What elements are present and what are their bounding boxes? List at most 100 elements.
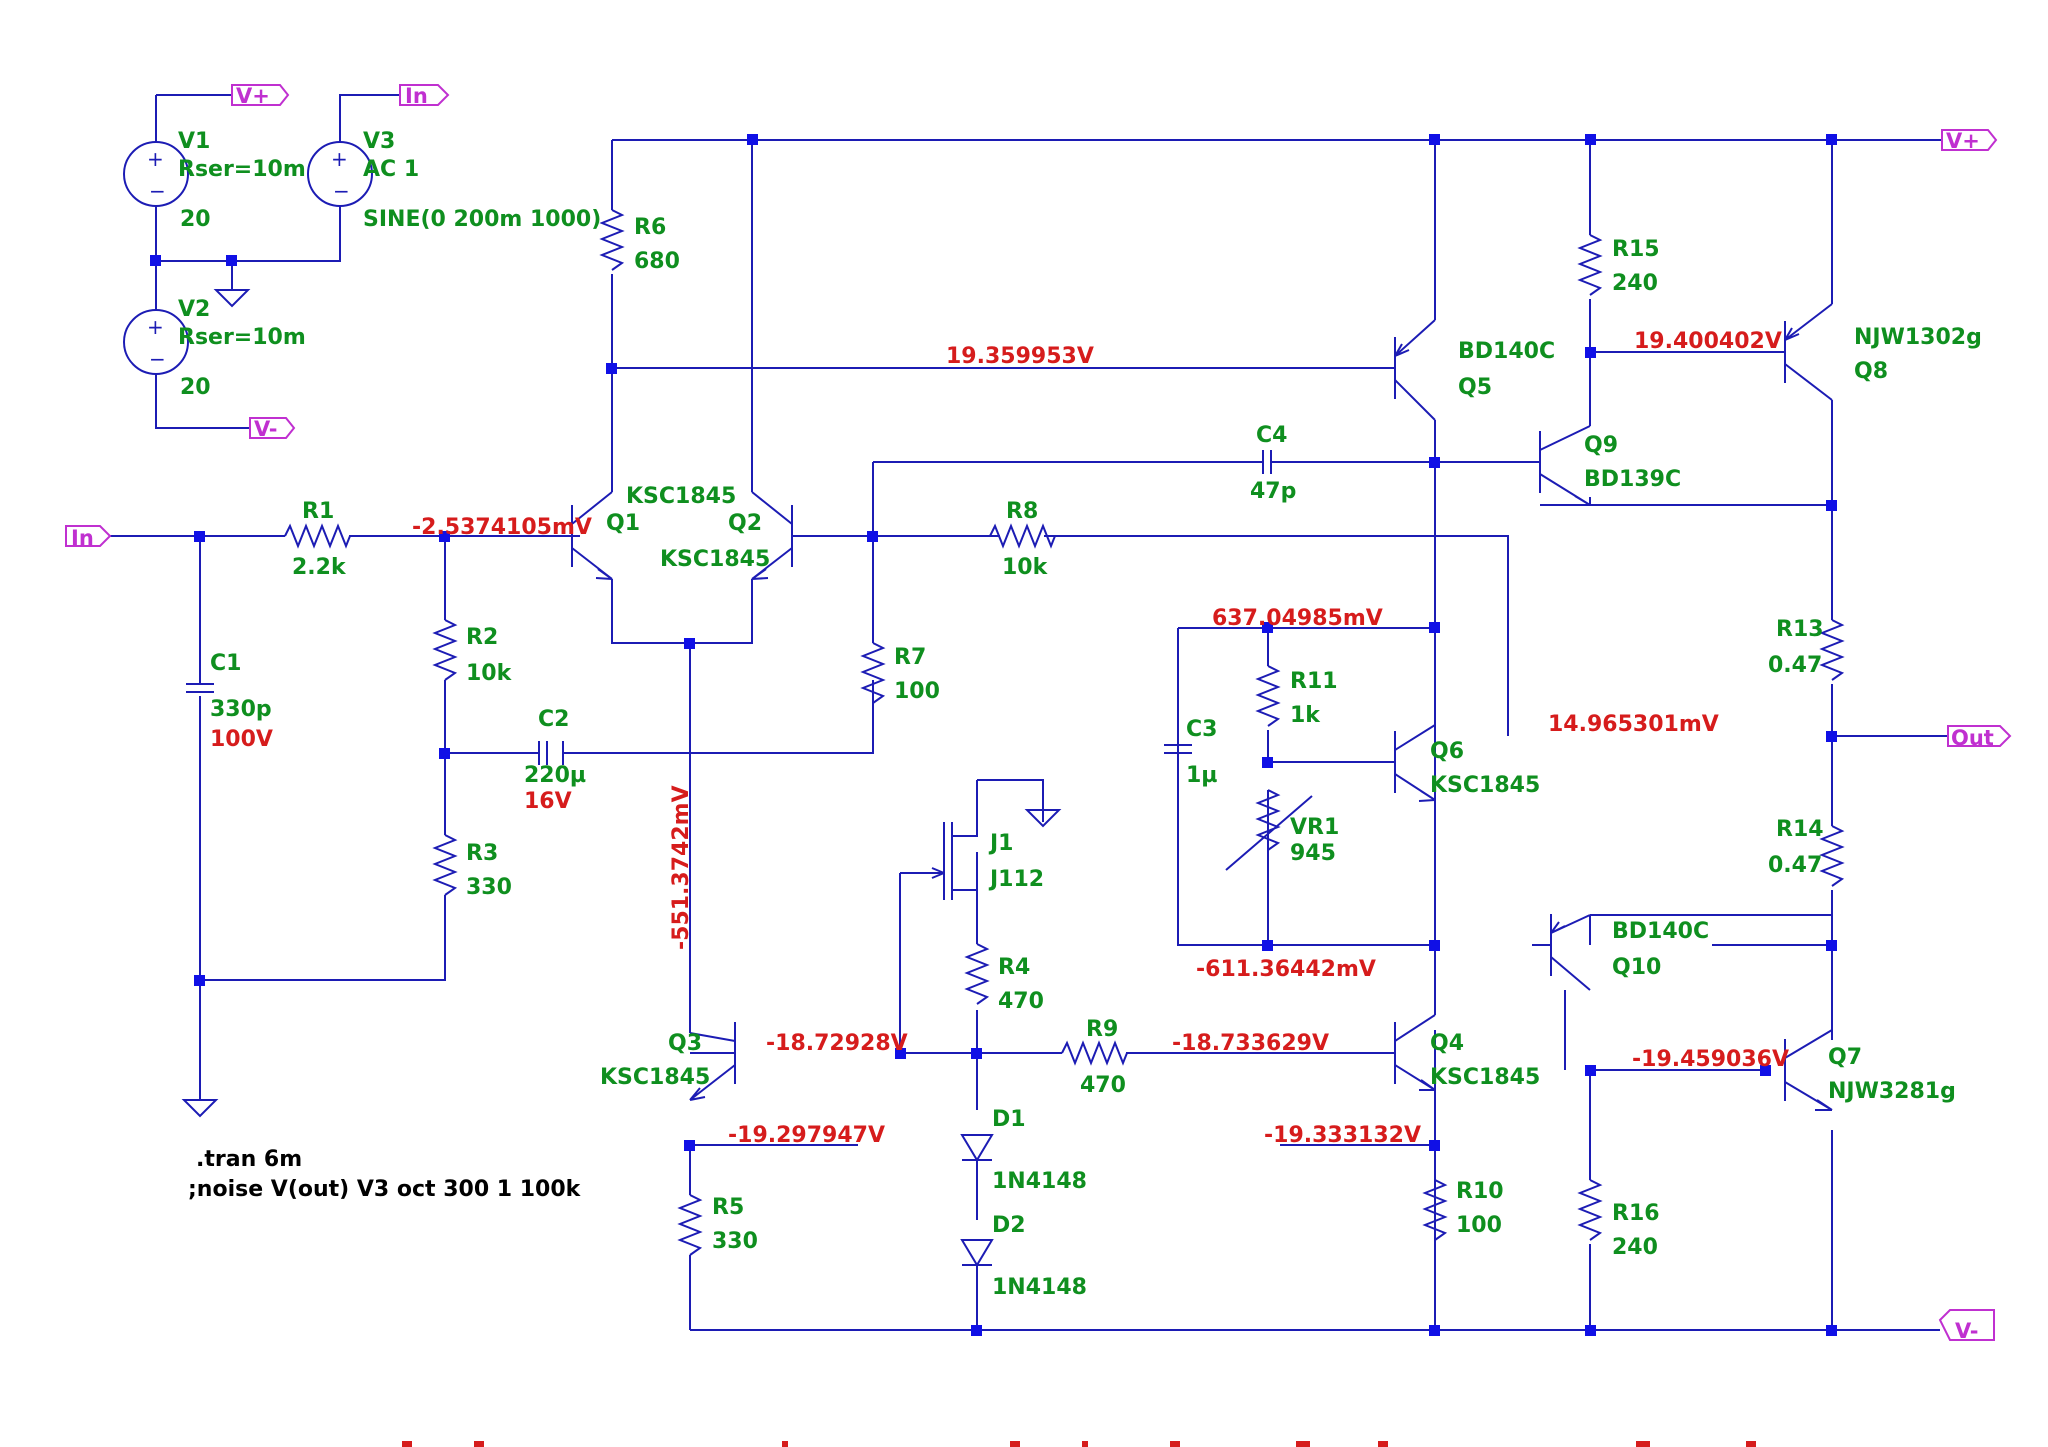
svg-text:−: − [333, 179, 350, 203]
capacitor-c3[interactable] [1164, 628, 1192, 945]
r4-name: R4 [998, 955, 1030, 980]
r4-value: 470 [998, 989, 1044, 1014]
resistor-r2[interactable] [432, 619, 458, 681]
transistor-q9[interactable] [1539, 425, 1591, 506]
v2-param: Rser=10m [178, 325, 306, 350]
q9-name: Q9 [1584, 433, 1618, 458]
diode-d1[interactable] [960, 1134, 994, 1162]
diode-d2[interactable] [960, 1239, 994, 1267]
voltage-source-v3[interactable]: + − [307, 141, 373, 207]
net-flag-in-source[interactable]: In [399, 84, 450, 108]
r6-name: R6 [634, 215, 666, 240]
r15-value: 240 [1612, 271, 1658, 296]
capacitor-c1[interactable] [186, 683, 214, 693]
r8-value: 10k [1002, 555, 1049, 580]
voltage-vbe-bottom: -611.36442mV [1196, 957, 1376, 982]
q9-model: BD139C [1584, 467, 1681, 492]
c2-name: C2 [538, 707, 569, 732]
junctions [150, 134, 1837, 1336]
svg-text:−: − [149, 179, 166, 203]
r1-name: R1 [302, 499, 334, 524]
voltage-q4-emitter: -19.333132V [1264, 1123, 1421, 1148]
transistor-q8[interactable] [1784, 303, 1833, 401]
c4-value: 47p [1250, 479, 1296, 504]
resistor-r11[interactable] [1255, 665, 1281, 727]
resistor-r3[interactable] [432, 834, 458, 896]
component-labels: V1 Rser=10m 20 V2 Rser=10m 20 V3 AC 1 SI… [178, 129, 1982, 1300]
voltage-q1-base: -2.5374105mV [412, 515, 592, 540]
resistor-r1[interactable] [284, 523, 351, 549]
voltage-source-v1[interactable]: + − [123, 141, 189, 207]
q1-model: KSC1845 [626, 484, 736, 509]
q8-name: Q8 [1854, 359, 1888, 384]
net-flag-in[interactable]: In [65, 525, 112, 550]
net-flag-out[interactable]: Out [1947, 725, 2012, 750]
r5-value: 330 [712, 1229, 758, 1254]
transistor-q2[interactable] [751, 491, 800, 580]
resistor-r9[interactable] [1061, 1040, 1128, 1066]
v3-name: V3 [363, 129, 395, 154]
resistor-r8[interactable] [989, 523, 1056, 549]
c4-name: C4 [1256, 423, 1287, 448]
q6-model: KSC1845 [1430, 773, 1540, 798]
net-flag-vplus-right[interactable]: V+ [1941, 129, 1998, 153]
spice-directives[interactable]: .tran 6m ;noise V(out) V3 oct 300 1 100k [188, 1147, 582, 1202]
c2-rating: 16V [524, 789, 572, 814]
potentiometer-vr1[interactable] [1225, 789, 1313, 871]
capacitor-c4[interactable] [1255, 450, 1279, 474]
clipped-bottom-marks [402, 1441, 1756, 1447]
r11-value: 1k [1290, 703, 1321, 728]
ground-symbol-j1 [1024, 780, 1062, 828]
j1-name: J1 [988, 831, 1014, 856]
resistor-r7[interactable] [860, 642, 886, 704]
q4-name: Q4 [1430, 1031, 1464, 1056]
resistor-r4[interactable] [964, 943, 990, 1005]
transistor-q4[interactable] [1394, 1014, 1436, 1091]
r16-name: R16 [1612, 1201, 1660, 1226]
r14-name: R14 [1776, 817, 1824, 842]
resistor-r16[interactable] [1577, 1179, 1603, 1241]
capacitor-c2[interactable] [538, 741, 564, 765]
resistor-r5[interactable] [677, 1194, 703, 1256]
voltage-out: 14.965301mV [1548, 712, 1719, 737]
q7-model: NJW3281g [1828, 1079, 1956, 1104]
q2-model: KSC1845 [660, 547, 770, 572]
net-flag-vminus-right[interactable]: V- [1938, 1309, 1995, 1343]
transistor-q5[interactable] [1394, 319, 1436, 421]
svg-text:−: − [149, 347, 166, 371]
directive-noise[interactable]: ;noise V(out) V3 oct 300 1 100k [188, 1177, 582, 1202]
r9-value: 470 [1080, 1073, 1126, 1098]
net-label-vplus-right: V+ [1946, 129, 1980, 153]
net-label-vminus-right: V- [1955, 1319, 1978, 1343]
d2-name: D2 [992, 1213, 1026, 1238]
resistor-r14[interactable] [1819, 825, 1845, 887]
q6-name: Q6 [1430, 739, 1464, 764]
voltage-source-v2[interactable]: + − [123, 309, 189, 375]
v2-name: V2 [178, 297, 210, 322]
jfet-j1[interactable] [931, 780, 978, 944]
r3-name: R3 [466, 841, 498, 866]
transistor-q1[interactable] [571, 491, 613, 580]
c1-name: C1 [210, 651, 241, 676]
net-flag-vminus-source[interactable]: V- [249, 417, 296, 441]
resistor-r13[interactable] [1819, 619, 1845, 681]
transistor-q6[interactable] [1394, 724, 1436, 802]
resistor-r6[interactable] [599, 209, 625, 271]
resistor-r15[interactable] [1577, 234, 1603, 296]
vr1-name: VR1 [1290, 815, 1339, 840]
transistor-q10[interactable] [1550, 914, 1832, 991]
voltage-q4-base: -18.733629V [1172, 1031, 1329, 1056]
j1-model: J112 [988, 867, 1044, 892]
r10-name: R10 [1456, 1179, 1504, 1204]
c1-rating: 100V [210, 727, 273, 752]
q3-model: KSC1845 [600, 1065, 710, 1090]
transistor-q7[interactable] [1784, 1029, 1833, 1111]
v3-value: SINE(0 200m 1000) [363, 207, 601, 232]
resistor-r10[interactable] [1422, 1179, 1448, 1241]
transistor-q3[interactable] [689, 1022, 736, 1101]
r16-value: 240 [1612, 1235, 1658, 1260]
directive-tran[interactable]: .tran 6m [196, 1147, 302, 1172]
q3-name: Q3 [668, 1031, 702, 1056]
net-flag-vplus-source[interactable]: V+ [231, 84, 290, 108]
